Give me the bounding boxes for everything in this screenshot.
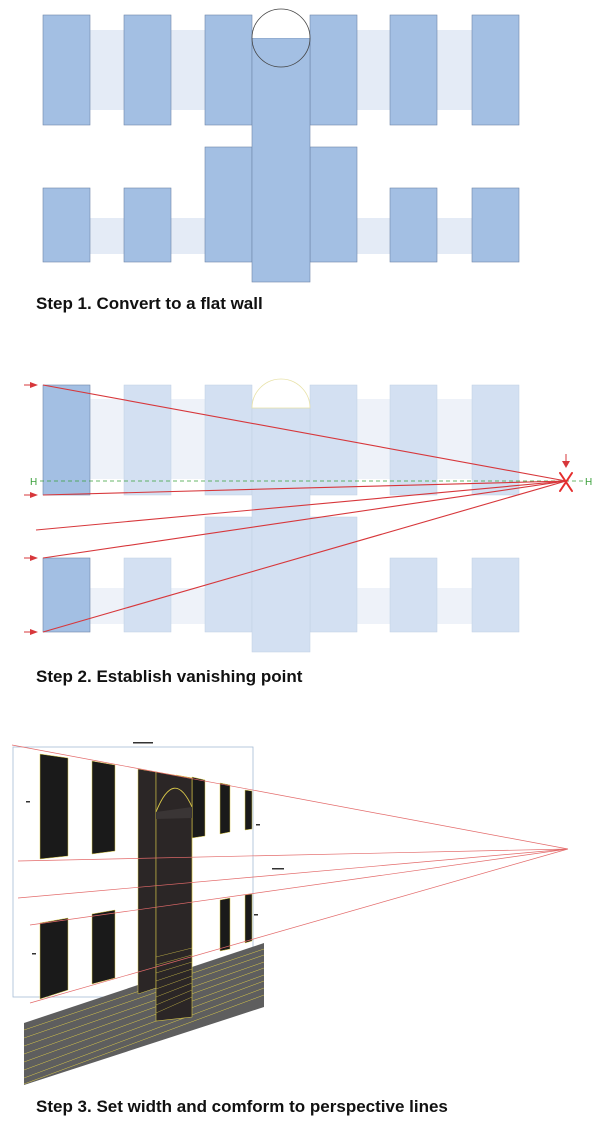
step2-faded-blocks	[123, 384, 520, 653]
tiny-label	[272, 868, 284, 870]
step3-caption: Step 3. Set width and comform to perspec…	[36, 1097, 448, 1116]
perspective-line	[29, 848, 569, 1004]
upper-window	[204, 14, 253, 126]
lower-tall-block	[309, 146, 358, 263]
arrow-down-icon	[562, 454, 570, 468]
arch	[155, 787, 193, 813]
horizon-line: H H	[30, 477, 592, 488]
upper-window	[42, 14, 91, 126]
arrow-right-icon	[30, 382, 38, 388]
tall-block	[137, 768, 157, 995]
lower-window	[389, 557, 438, 633]
lower-tall-block	[204, 146, 253, 263]
perspective-lines	[35, 384, 567, 633]
upper-window	[309, 384, 358, 496]
lower-window	[42, 187, 91, 263]
lower-window	[471, 187, 520, 263]
perspective-line	[42, 480, 567, 496]
lower-tall-block	[309, 516, 358, 633]
step2-reference-blocks	[42, 384, 91, 633]
lower-window	[389, 187, 438, 263]
perspective-line	[35, 480, 567, 531]
lower-window	[123, 187, 172, 263]
lower-tall-block	[204, 516, 253, 633]
step1-flat-wall	[42, 8, 520, 283]
perspective-line	[42, 480, 567, 559]
perspective-line	[42, 384, 567, 482]
arrow-right-icon	[30, 492, 38, 498]
reference-window-upper	[42, 384, 91, 496]
central-column	[251, 37, 311, 283]
upper-window	[219, 782, 231, 835]
arrow-right-icon	[24, 382, 38, 635]
lower-window	[39, 917, 69, 1000]
upper-window	[471, 384, 520, 496]
arrow-right-icon	[30, 629, 38, 635]
step3-central-column	[155, 771, 193, 1022]
upper-window	[191, 776, 206, 839]
step3-lower-windows	[39, 893, 253, 1000]
central-column	[251, 407, 311, 653]
arch-circle	[251, 8, 311, 68]
arch-outline	[251, 378, 311, 409]
upper-window	[244, 789, 253, 831]
upper-window	[39, 753, 69, 860]
upper-window	[204, 384, 253, 496]
upper-window	[91, 760, 116, 855]
upper-window	[123, 14, 172, 126]
tiny-label	[32, 953, 36, 955]
horizon-label-right: H	[585, 477, 592, 488]
perspective-line	[29, 848, 569, 926]
lower-window	[91, 909, 116, 985]
perspective-line	[42, 480, 567, 633]
perspective-line	[17, 848, 569, 862]
reference-window-lower	[42, 557, 91, 633]
tiny-label	[254, 914, 258, 916]
step3-perspective-wall	[11, 742, 569, 1085]
arch-shade	[156, 807, 192, 819]
perspective-line	[17, 848, 569, 899]
upper-window	[123, 384, 172, 496]
step3-perspective-lines	[11, 744, 569, 1004]
tiny-label	[133, 742, 153, 744]
arrow-right-icon	[30, 555, 38, 561]
step2-vanishing-point: H H	[24, 378, 592, 653]
lower-window	[244, 893, 253, 944]
lower-window	[471, 557, 520, 633]
upper-window	[309, 14, 358, 126]
upper-window	[471, 14, 520, 126]
upper-window	[389, 14, 438, 126]
horizon-label-left: H	[30, 477, 37, 488]
x-mark-icon	[559, 472, 573, 492]
lower-window	[123, 557, 172, 633]
step3-upper-windows	[39, 753, 253, 860]
lower-window	[219, 897, 231, 952]
step1-blocks	[42, 14, 520, 283]
step2-caption: Step 2. Establish vanishing point	[36, 667, 303, 686]
upper-window	[389, 384, 438, 496]
tiny-label	[256, 824, 260, 826]
step1-caption: Step 1. Convert to a flat wall	[36, 294, 263, 313]
panel-tiny-labels	[26, 742, 284, 955]
perspective-line	[11, 744, 569, 850]
tiny-label	[26, 801, 30, 803]
